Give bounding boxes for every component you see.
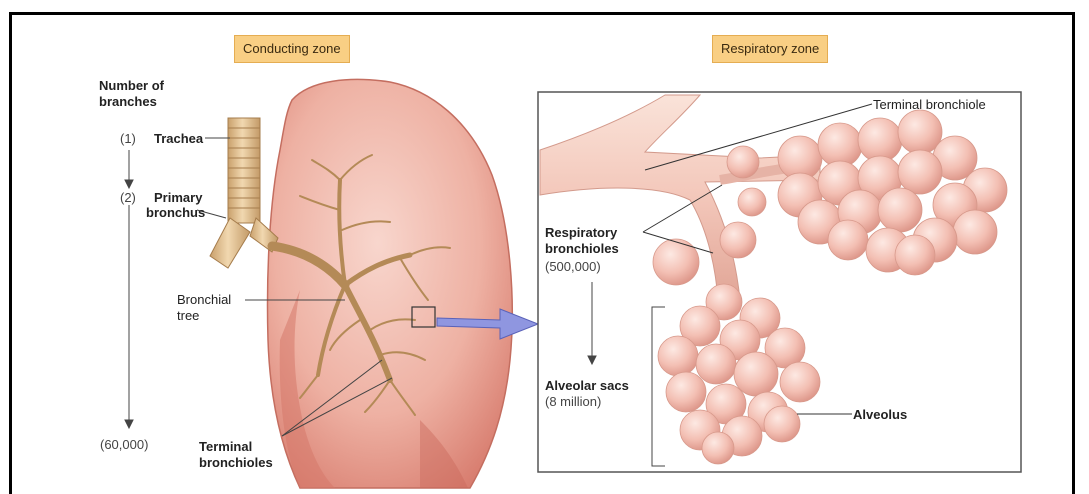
number-of-branches-heading-line1: Number of	[99, 78, 164, 93]
label-primary-bronchus-line2: bronchus	[146, 205, 205, 220]
conducting-zone-label: Conducting zone	[234, 35, 350, 63]
label-bronchial-tree-line2: tree	[177, 308, 199, 323]
count-respiratory-bronchioles: (500,000)	[545, 259, 601, 274]
label-terminal-bronchioles-line2: bronchioles	[199, 455, 273, 470]
label-alveolus: Alveolus	[853, 407, 907, 422]
label-primary-bronchus-line1: Primary	[154, 190, 202, 205]
number-of-branches-heading-line2: branches	[99, 94, 157, 109]
respiratory-zone-label: Respiratory zone	[712, 35, 828, 63]
count-alveolar-sacs: (8 million)	[545, 394, 601, 409]
label-trachea: Trachea	[154, 131, 203, 146]
label-alveolar-sacs: Alveolar sacs	[545, 378, 629, 393]
label-respiratory-bronchioles-line1: Respiratory	[545, 225, 617, 240]
figure-frame	[9, 12, 1075, 494]
label-bronchial-tree-line1: Bronchial	[177, 292, 231, 307]
label-terminal-bronchiole: Terminal bronchiole	[873, 97, 986, 112]
count-primary-bronchus: (2)	[120, 190, 136, 205]
count-trachea: (1)	[120, 131, 136, 146]
label-terminal-bronchioles-line1: Terminal	[199, 439, 252, 454]
count-terminal-bronchioles: (60,000)	[100, 437, 148, 452]
label-respiratory-bronchioles-line2: bronchioles	[545, 241, 619, 256]
